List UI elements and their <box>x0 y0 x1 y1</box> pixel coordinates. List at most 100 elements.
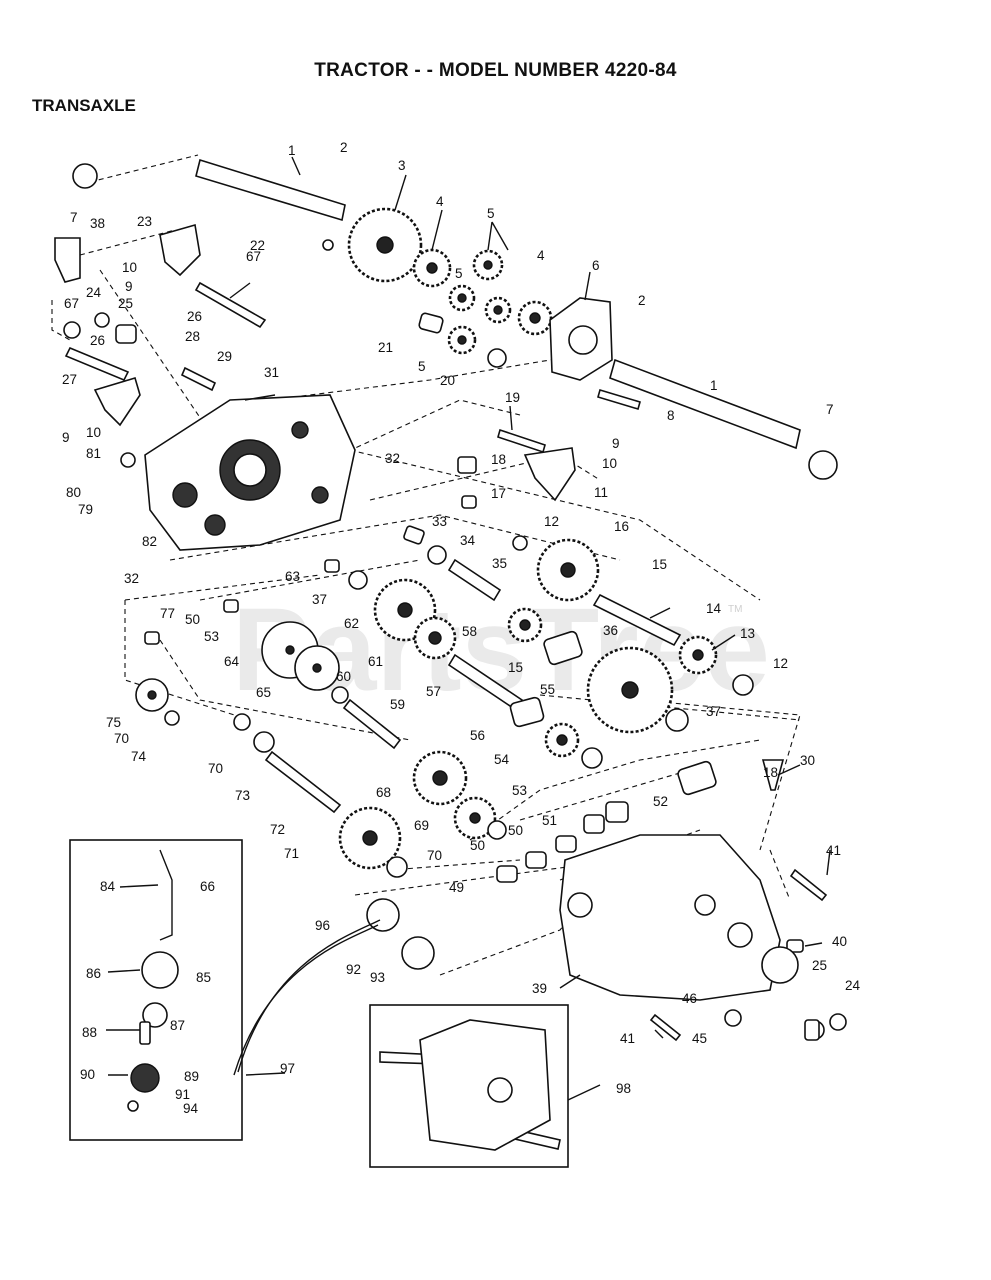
part-number-label: 63 <box>285 569 300 584</box>
part-number-label: 73 <box>235 788 250 803</box>
washer-and-bearing-parts <box>63 163 847 1041</box>
part-number-label: 66 <box>200 879 215 894</box>
part-number-label: 91 <box>175 1087 190 1102</box>
part-number-label: 56 <box>470 728 485 743</box>
part-number-label: 7 <box>70 210 78 225</box>
part-number-label: 59 <box>390 697 405 712</box>
part-number-label: 33 <box>432 514 447 529</box>
part-number-label: 69 <box>414 818 429 833</box>
part-number-label: 16 <box>614 519 629 534</box>
part-number-label: 29 <box>217 349 232 364</box>
part-number-label: 61 <box>368 654 383 669</box>
part-number-label: 53 <box>204 629 219 644</box>
part-number-label: 9 <box>62 430 70 445</box>
part-number-label: 34 <box>460 533 476 548</box>
part-number-label: 10 <box>602 456 617 471</box>
part-number-label: 77 <box>160 606 175 621</box>
part-number-label: 98 <box>616 1081 631 1096</box>
part-number-label: 14 <box>706 601 722 616</box>
part-number-label: 5 <box>455 266 463 281</box>
part-number-label: 74 <box>131 749 147 764</box>
part-number-label: 9 <box>612 436 620 451</box>
part-number-label: 8 <box>667 408 675 423</box>
part-number-label: 19 <box>505 390 520 405</box>
part-number-label: 12 <box>773 656 788 671</box>
part-number-label: 20 <box>440 373 455 388</box>
part-number-label: 87 <box>170 1018 185 1033</box>
part-number-label: 85 <box>196 970 211 985</box>
part-number-label: 4 <box>436 194 444 209</box>
part-number-label: 94 <box>183 1101 199 1116</box>
part-number-label: 72 <box>270 822 285 837</box>
part-number-label: 2 <box>340 140 348 155</box>
part-number-label: 49 <box>449 880 464 895</box>
part-number-label: 25 <box>118 296 133 311</box>
part-number-label: 65 <box>256 685 271 700</box>
part-number-label: 70 <box>427 848 442 863</box>
part-number-label: 50 <box>508 823 523 838</box>
part-number-label: 5 <box>487 206 495 221</box>
part-number-label: 15 <box>652 557 667 572</box>
housing-parts <box>54 223 799 1001</box>
part-number-label: 75 <box>106 715 121 730</box>
part-number-label: 7 <box>826 402 834 417</box>
part-number-label: 18 <box>491 452 506 467</box>
part-number-label: 41 <box>620 1031 635 1046</box>
part-number-label: 86 <box>86 966 101 981</box>
gear-parts <box>338 207 718 870</box>
part-number-label: 96 <box>315 918 330 933</box>
part-number-label: 90 <box>80 1067 95 1082</box>
part-number-label: 9 <box>125 279 133 294</box>
part-number-label: 92 <box>346 962 361 977</box>
part-number-label: 1 <box>710 378 718 393</box>
part-number-label: 37 <box>312 592 327 607</box>
part-number-label: 52 <box>653 794 668 809</box>
part-number-label: 24 <box>86 285 102 300</box>
part-number-label: 67 <box>64 296 79 311</box>
part-number-label: 46 <box>682 991 697 1006</box>
part-number-label: 31 <box>264 365 279 380</box>
part-number-label: 6 <box>592 258 600 273</box>
part-number-label: 68 <box>376 785 391 800</box>
part-number-label: 71 <box>284 846 299 861</box>
part-number-label: 50 <box>185 612 200 627</box>
part-number-label: 26 <box>90 333 105 348</box>
part-number-label: 35 <box>492 556 507 571</box>
part-number-label: 89 <box>184 1069 199 1084</box>
part-number-label: 53 <box>512 783 527 798</box>
part-number-label: 23 <box>137 214 152 229</box>
part-number-label: 54 <box>494 752 510 767</box>
part-number-label: 93 <box>370 970 385 985</box>
section-title: TRANSAXLE <box>32 96 136 115</box>
part-number-label: 38 <box>90 216 105 231</box>
part-number-label: 17 <box>491 486 506 501</box>
part-number-label: 21 <box>378 340 393 355</box>
part-number-label: 32 <box>385 451 400 466</box>
part-number-label: 25 <box>812 958 827 973</box>
part-number-label: 81 <box>86 446 101 461</box>
part-number-label: 28 <box>185 329 200 344</box>
part-number-label: 58 <box>462 624 477 639</box>
part-number-label: 13 <box>740 626 755 641</box>
part-number-label: 18 <box>763 765 778 780</box>
part-number-label: 15 <box>508 660 523 675</box>
part-number-label: 55 <box>540 682 555 697</box>
part-number-label: 24 <box>845 978 861 993</box>
part-number-label: 32 <box>124 571 139 586</box>
part-number-label: 39 <box>532 981 547 996</box>
part-number-label: 36 <box>603 623 618 638</box>
part-number-label: 50 <box>470 838 485 853</box>
part-number-label: 97 <box>280 1061 295 1076</box>
part-number-label: 3 <box>398 158 406 173</box>
part-number-label: 11 <box>594 485 608 500</box>
part-number-label: 26 <box>187 309 202 324</box>
part-number-label: 1 <box>288 143 296 158</box>
part-number-label: 57 <box>426 684 441 699</box>
part-number-label: 70 <box>208 761 223 776</box>
part-number-label: 62 <box>344 616 359 631</box>
part-number-label: 22 <box>250 238 265 253</box>
page-title: TRACTOR - - MODEL NUMBER 4220-84 <box>314 60 677 81</box>
